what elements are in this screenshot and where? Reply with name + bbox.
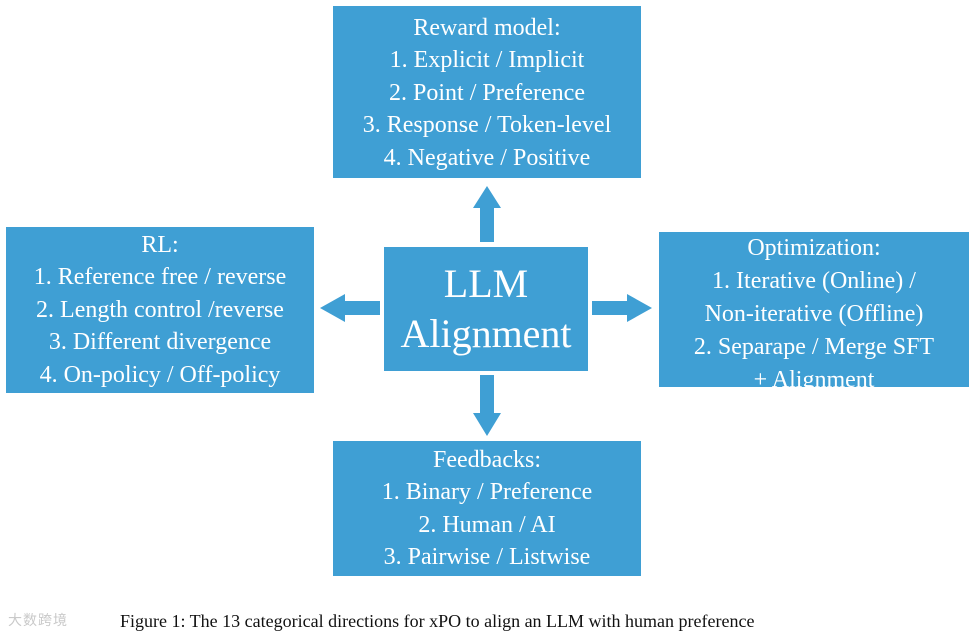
- optimization-item: 2. Separape / Merge SFT: [693, 334, 935, 360]
- reward-model-item: 3. Response / Token-level: [362, 112, 612, 139]
- watermark: 大数跨境: [8, 613, 68, 629]
- optimization-item: 1. Iterative (Online) /: [712, 268, 916, 294]
- feedbacks-item: 1. Binary / Preference: [381, 479, 593, 505]
- caption-text: Figure 1: The 13 categorical directions …: [120, 611, 755, 631]
- rl-item: 2. Length control /reverse: [36, 296, 284, 323]
- arrow-left: [320, 294, 380, 322]
- arrow-down: [473, 375, 501, 436]
- optimization-title: Optimization:: [747, 235, 881, 261]
- optimization-box: Optimization: 1. Iterative (Online) / No…: [659, 232, 969, 393]
- center-line-2: Alignment: [400, 311, 572, 356]
- rl-title: RL:: [141, 231, 179, 258]
- feedbacks-item: 3. Pairwise / Listwise: [383, 544, 591, 570]
- arrow-up: [473, 186, 501, 242]
- reward-model-item: 1. Explicit / Implicit: [389, 47, 585, 74]
- rl-item: 4. On-policy / Off-policy: [39, 361, 281, 388]
- reward-model-box: Reward model: 1. Explicit / Implicit 2. …: [333, 6, 641, 178]
- optimization-item: Non-iterative (Offline): [704, 301, 924, 327]
- llm-alignment-box: LLM Alignment: [384, 247, 588, 371]
- reward-model-item: 2. Point / Preference: [389, 79, 585, 106]
- figure-caption: 大数跨境 Figure 1: The 13 categorical direct…: [0, 608, 971, 634]
- feedbacks-box: Feedbacks: 1. Binary / Preference 2. Hum…: [333, 441, 641, 576]
- rl-item: 3. Different divergence: [48, 329, 272, 356]
- feedbacks-title: Feedbacks:: [433, 446, 541, 473]
- optimization-item: + Alignment: [753, 367, 875, 393]
- reward-model-title: Reward model:: [413, 14, 561, 41]
- center-line-1: LLM: [443, 261, 529, 306]
- arrow-right: [592, 294, 652, 322]
- reward-model-item: 4. Negative / Positive: [383, 144, 591, 171]
- rl-item: 1. Reference free / reverse: [33, 264, 287, 291]
- rl-box: RL: 1. Reference free / reverse 2. Lengt…: [6, 227, 314, 393]
- feedbacks-item: 2. Human / AI: [418, 511, 556, 538]
